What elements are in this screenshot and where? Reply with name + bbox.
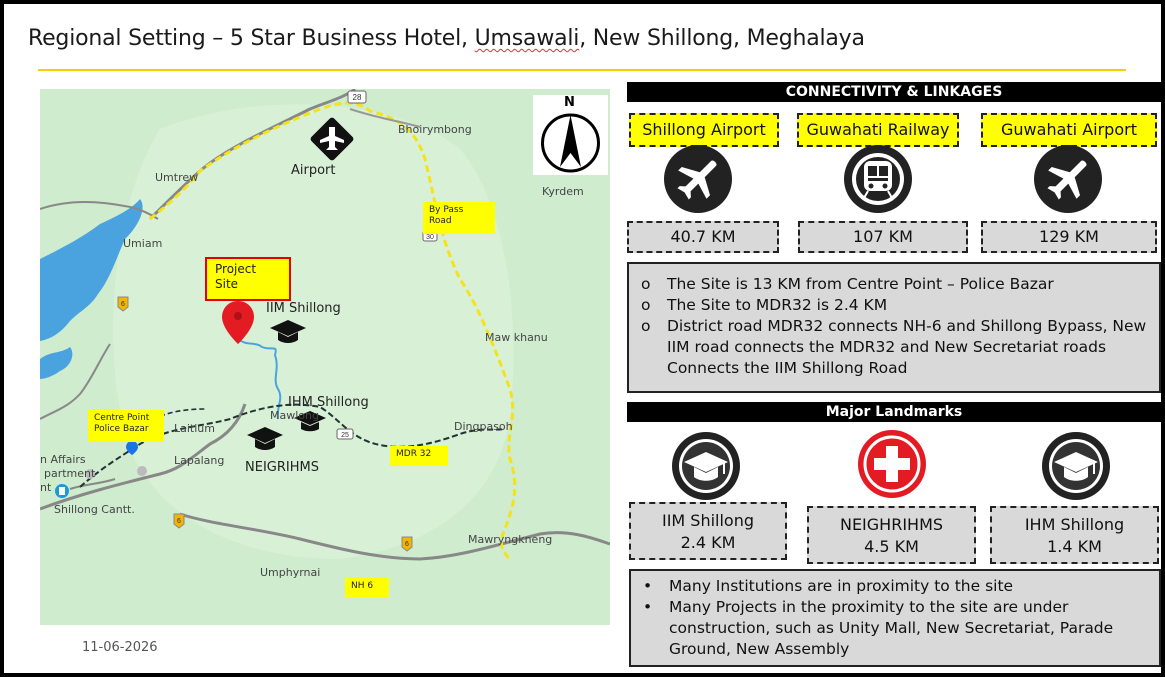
mdr32-tag: MDR 32 xyxy=(390,446,448,466)
slide-date: 11-06-2026 xyxy=(82,640,158,655)
svg-text:6: 6 xyxy=(177,518,181,525)
landmark-distance: 2.4 KM xyxy=(680,533,736,552)
compass-icon xyxy=(541,113,600,173)
medical-cross-icon xyxy=(858,430,926,498)
connectivity-item-name-0: Shillong Airport xyxy=(629,113,779,147)
map-label-dingpasoh: Dingpasoh xyxy=(454,420,513,433)
map-label-mawlong: Mawlong xyxy=(270,409,319,422)
neigrihms-cap-map-icon xyxy=(247,427,283,450)
map-label-laitlum: Laitlum xyxy=(174,422,215,435)
map-label-kyrdem: Kyrdem xyxy=(542,185,584,198)
connectivity-distance-1: 107 KM xyxy=(798,221,968,253)
map-label-umiam: Umiam xyxy=(123,237,163,250)
route-shield-6b: 6 xyxy=(173,513,185,529)
route-shield-25: 25 xyxy=(336,428,354,440)
map-label-ent: nt xyxy=(40,481,52,494)
svg-text:28: 28 xyxy=(353,93,362,102)
landmarks-header: Major Landmarks xyxy=(627,402,1161,422)
map-label-ihm: IHM Shillong xyxy=(288,395,369,410)
map-label-mawkhanu: Maw khanu xyxy=(485,331,548,344)
river xyxy=(235,336,282,420)
connectivity-item-name-1: Guwahati Railway xyxy=(797,113,959,147)
regional-map: 28 30 6 6 6 25 xyxy=(40,89,610,625)
map-graphics: 28 30 6 6 6 25 xyxy=(40,89,610,561)
map-label-cantt: Shillong Cantt. xyxy=(54,503,135,516)
landmark-card-0: IIM Shillong 2.4 KM xyxy=(629,502,787,560)
mdr32-road xyxy=(79,403,506,488)
project-site-pin xyxy=(222,301,254,344)
slide: Regional Setting – 5 Star Business Hotel… xyxy=(4,4,1161,673)
ihm-cap-map-icon xyxy=(294,411,326,432)
map-label-neigrihms: NEIGRIHMS xyxy=(245,460,319,475)
svg-text:30: 30 xyxy=(426,234,434,241)
landmark-name: IHM Shillong xyxy=(1024,515,1125,534)
map-label-umtrew: Umtrew xyxy=(155,171,199,184)
highway-south xyxy=(179,512,610,561)
nh6-tag: NH 6 xyxy=(345,578,389,598)
umiam-lake xyxy=(40,199,143,341)
graduation-cap-icon xyxy=(1042,432,1110,500)
svg-text:25: 25 xyxy=(341,432,349,439)
map-label-lapalang: Lapalang xyxy=(174,454,225,467)
landmark-note: •Many Projects in the proximity to the s… xyxy=(643,598,1114,658)
title-divider xyxy=(38,69,1126,71)
connectivity-header: CONNECTIVITY & LINKAGES xyxy=(627,82,1161,102)
route-shield-6c: 6 xyxy=(401,536,413,552)
airplane-icon xyxy=(1034,145,1102,213)
page-title: Regional Setting – 5 Star Business Hotel… xyxy=(28,26,865,51)
map-label-airport: Airport xyxy=(291,163,336,178)
map-label-mawryngkneng: Mawryngkneng xyxy=(468,533,553,546)
landmark-name: IIM Shillong xyxy=(661,511,755,530)
airplane-icon xyxy=(664,145,732,213)
map-label-bhoirymbong: Bhoirymbong xyxy=(398,123,472,136)
connectivity-distance-2: 129 KM xyxy=(981,221,1157,253)
north-compass: N xyxy=(533,95,608,175)
landmark-distance: 4.5 KM xyxy=(864,537,919,556)
train-icon xyxy=(844,145,912,213)
landmark-name: NEIGHRIHMS xyxy=(839,515,944,534)
map-label-iim: IIM Shillong xyxy=(266,301,341,316)
map-label-umphyrnai: Umphyrnai xyxy=(260,566,321,579)
landmark-notes: •Many Institutions are in proximity to t… xyxy=(629,569,1161,667)
graduation-cap-icon xyxy=(672,432,740,500)
landmark-card-2: IHM Shillong 1.4 KM xyxy=(990,506,1159,564)
connectivity-item-name-2: Guwahati Airport xyxy=(981,113,1157,147)
map-label-apartment: partment xyxy=(44,467,96,480)
route-shield-6a: 6 xyxy=(117,296,129,312)
airport-map-icon xyxy=(310,117,354,161)
landmark-card-1: NEIGHRIHMS 4.5 KM xyxy=(807,506,976,564)
map-label-affairs: n Affairs xyxy=(40,453,86,466)
svg-text:6: 6 xyxy=(405,541,409,548)
compass-north-label: N xyxy=(564,95,575,110)
iim-cap-map-icon xyxy=(270,320,306,343)
landmark-note: •Many Institutions are in proximity to t… xyxy=(643,577,1014,595)
svg-text:6: 6 xyxy=(121,301,125,308)
route-shield-28: 28 xyxy=(347,90,367,104)
connectivity-distance-0: 40.7 KM xyxy=(627,221,779,253)
landmark-distance: 1.4 KM xyxy=(1047,537,1102,556)
highway-nh6-west xyxy=(40,403,247,511)
